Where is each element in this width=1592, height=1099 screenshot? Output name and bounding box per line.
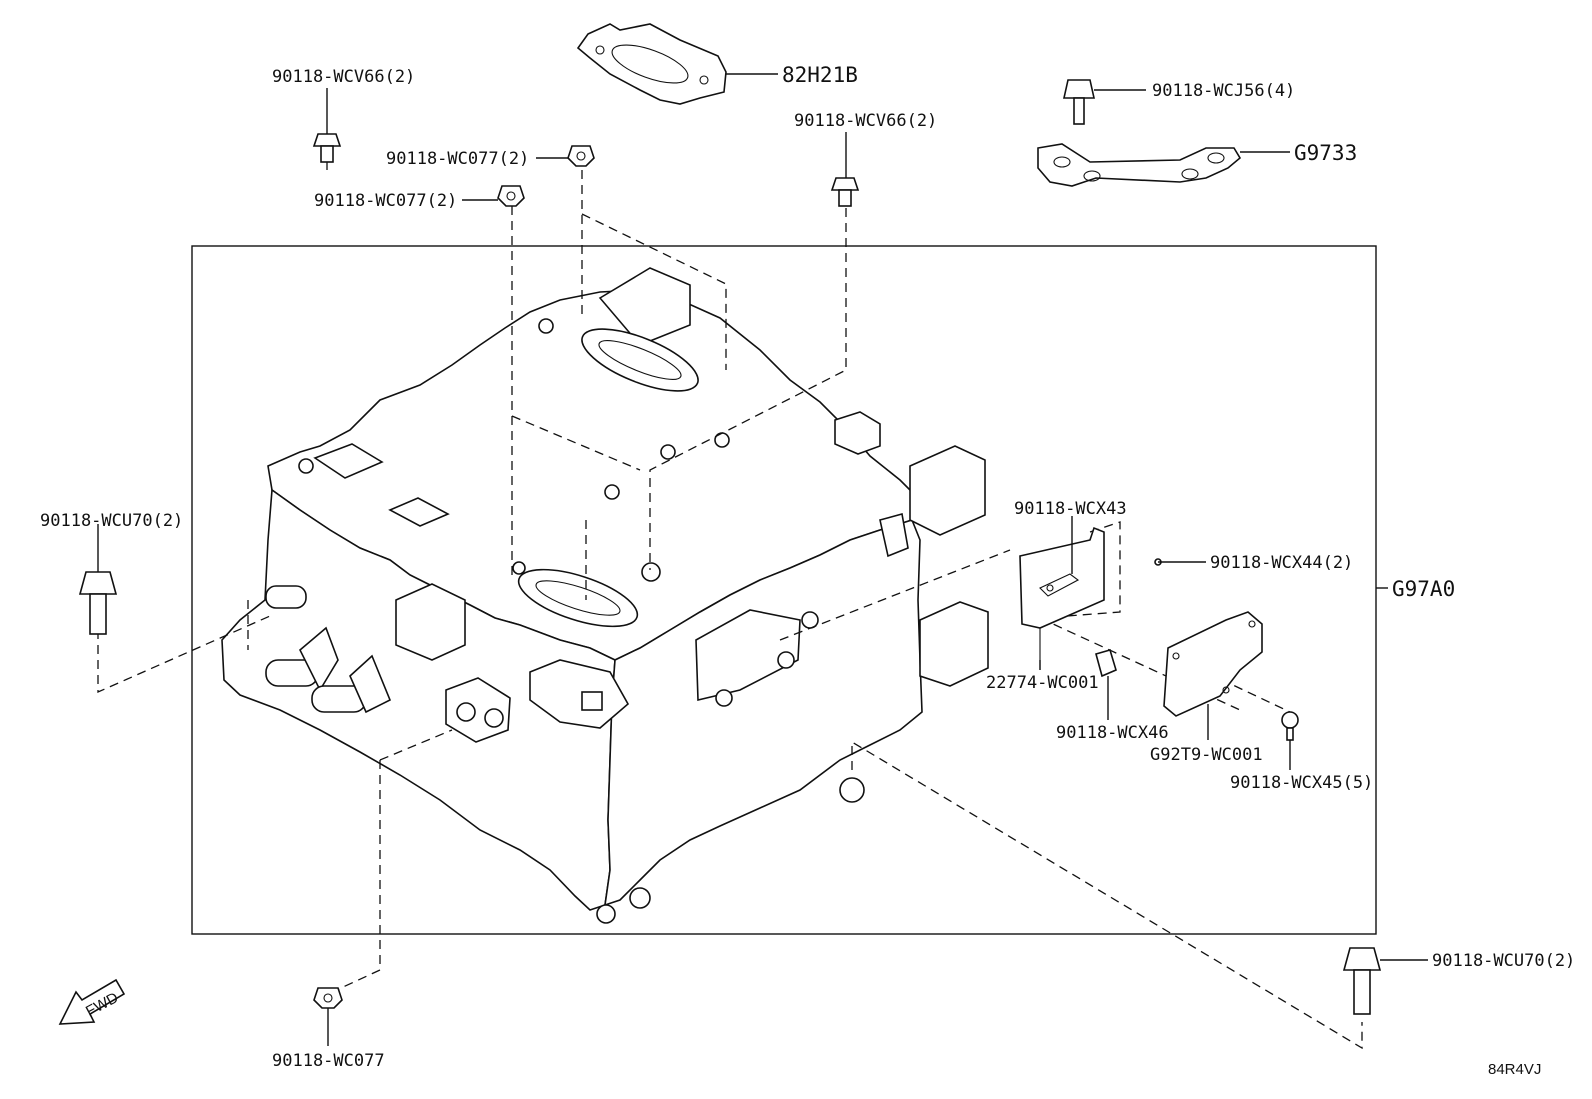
bolt-wcv66-top-left[interactable]	[312, 133, 342, 163]
leader-lines	[97, 73, 1428, 1046]
bolt-wcj56[interactable]	[1063, 79, 1095, 125]
label-bolt-left: 90118-WCU70(2)	[40, 511, 183, 531]
label-bolt-top-mid: 90118-WCV66(2)	[794, 111, 937, 131]
bolt-wcv66-top-mid[interactable]	[830, 177, 860, 207]
label-cover-main: G92T9-WC001	[1150, 745, 1263, 765]
nut-wc077-lower[interactable]	[497, 185, 525, 207]
label-bolt-bottom-right: 90118-WCU70(2)	[1432, 951, 1575, 971]
label-cover-plate: 22774-WC001	[986, 673, 1099, 693]
label-bracket-82h21b: 82H21B	[782, 63, 858, 87]
fwd-arrow-icon: FWD	[58, 978, 126, 1025]
screw-wcx45[interactable]	[1281, 711, 1299, 741]
label-bracket-g9733: G9733	[1294, 141, 1357, 165]
label-bolt-top-left: 90118-WCV66(2)	[272, 67, 415, 87]
label-screw-cover: 90118-WCX45(5)	[1230, 773, 1373, 793]
bracket-g9733[interactable]	[1037, 143, 1242, 187]
bracket-82h21b[interactable]	[576, 23, 727, 105]
cover-g92t9[interactable]	[1163, 611, 1263, 717]
label-assembly-g97a0: G97A0	[1392, 577, 1455, 601]
diagram-code: 84R4VJ	[1488, 1061, 1541, 1078]
label-nut-upper: 90118-WC077(2)	[386, 149, 529, 169]
label-bolt-top-right: 90118-WCJ56(4)	[1152, 81, 1295, 101]
nut-wc077-bottom[interactable]	[313, 987, 343, 1009]
sensor-bracket-wcx43[interactable]	[1019, 526, 1105, 629]
inverter-assembly[interactable]	[221, 267, 989, 924]
label-nut-lower: 90118-WC077(2)	[314, 191, 457, 211]
bolt-wcu70-bottom-right[interactable]	[1342, 947, 1382, 1015]
clip-wcx46[interactable]	[1095, 649, 1117, 678]
coolant-pipe-upper	[265, 585, 392, 714]
label-clip: 90118-WCX46	[1056, 723, 1169, 743]
assembly-frame	[191, 245, 1377, 935]
label-screw-small: 90118-WCX44(2)	[1210, 553, 1353, 573]
label-sensor-bracket: 90118-WCX43	[1014, 499, 1127, 519]
bolt-wcu70-left[interactable]	[78, 571, 118, 635]
label-nut-bottom: 90118-WC077	[272, 1051, 385, 1071]
nut-wc077-upper[interactable]	[567, 145, 595, 167]
